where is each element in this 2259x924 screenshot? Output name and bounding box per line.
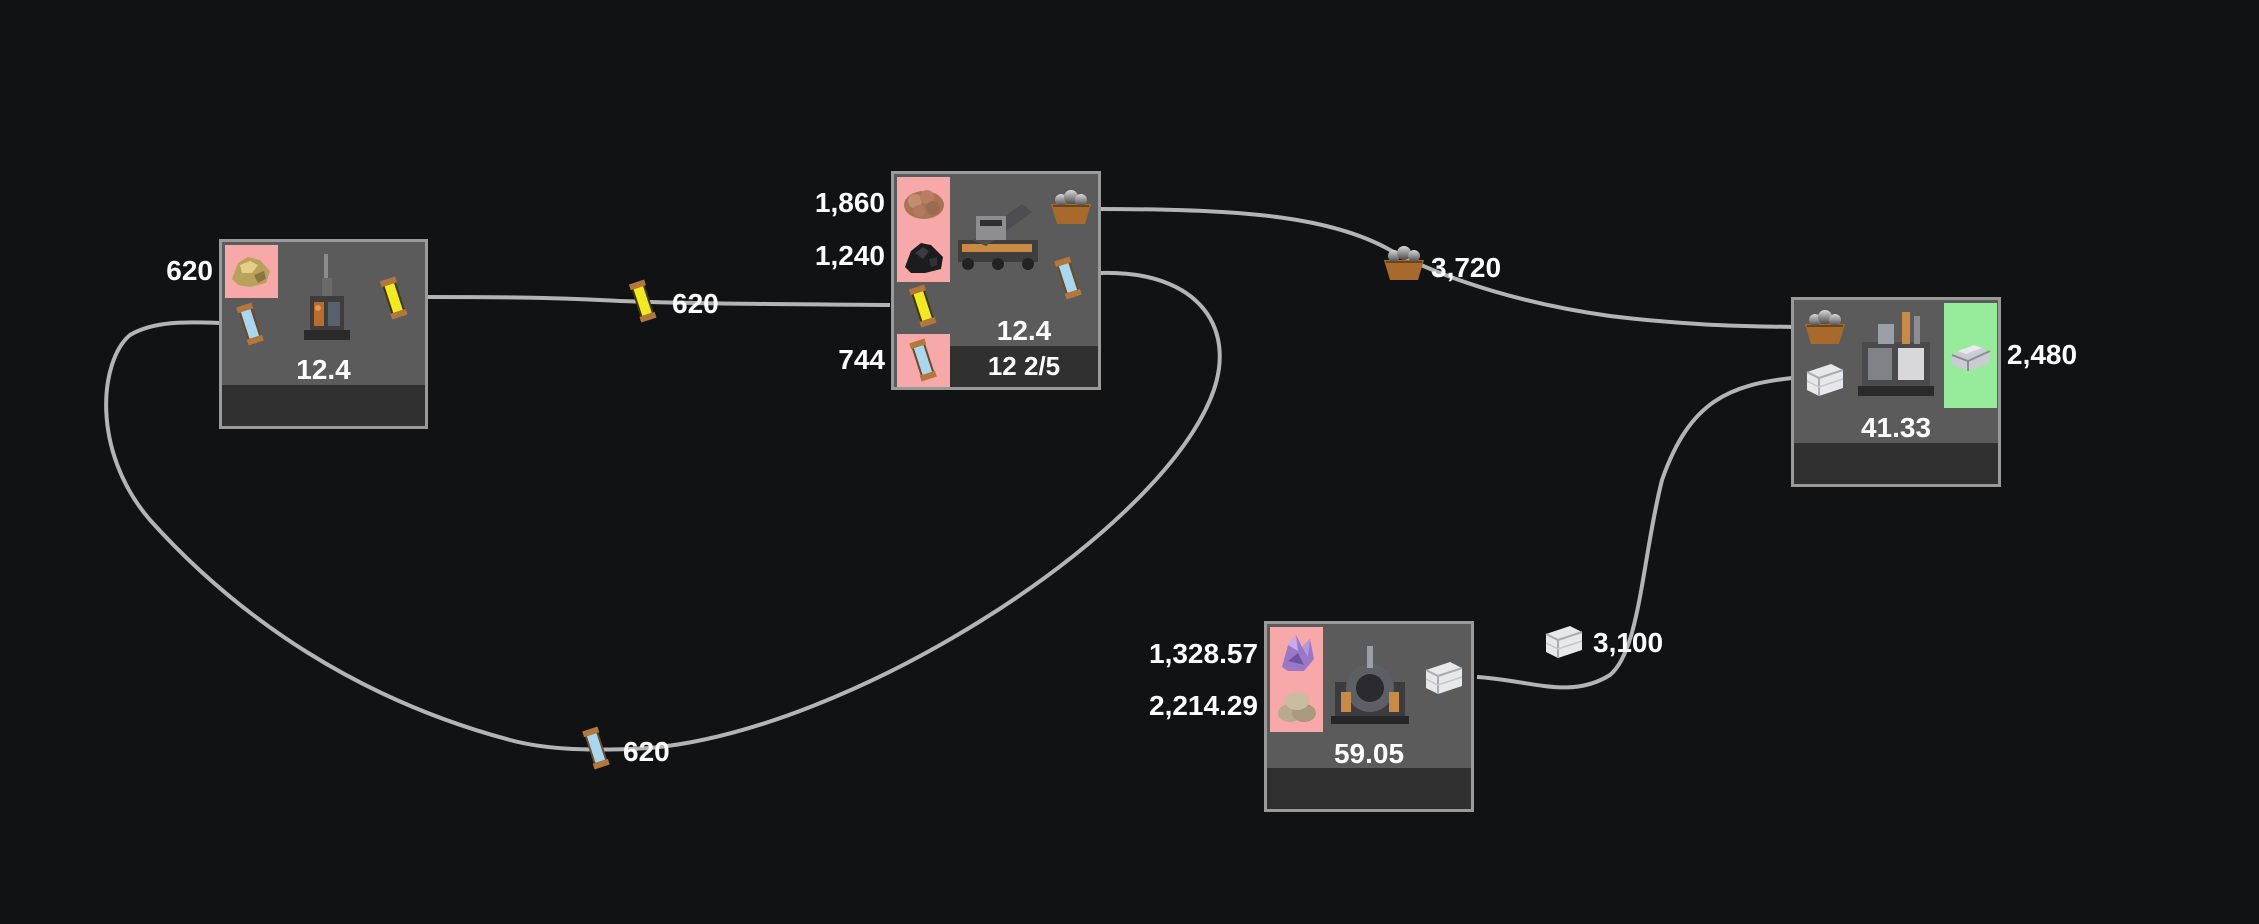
edge-mixer-to-smelter bbox=[1476, 376, 1793, 690]
copper-ore-icon bbox=[904, 190, 944, 219]
mixer-status bbox=[1267, 768, 1471, 809]
fuel-maker-rate: 12.4 bbox=[296, 354, 351, 385]
mixer-node[interactable]: 59.05 bbox=[1264, 621, 1474, 812]
coal-icon bbox=[905, 243, 943, 273]
input-slot-gold-ore bbox=[225, 245, 278, 298]
smelter-rate: 41.33 bbox=[1860, 412, 1932, 443]
crusher-rate: 12.4 bbox=[996, 315, 1052, 346]
input-slot-canister bbox=[897, 334, 950, 387]
smelter-node[interactable]: 41.33 bbox=[1791, 297, 2001, 487]
white-bricks-icon bbox=[1545, 626, 1583, 658]
edge-crusher-to-fuel-maker bbox=[104, 270, 1222, 752]
smelter-output-label: 2,480 bbox=[2007, 339, 2078, 370]
fuel-maker-status bbox=[222, 385, 425, 426]
mixer-input-label-crystal: 1,328.57 bbox=[1149, 638, 1258, 669]
edge-label-text: 620 bbox=[672, 288, 719, 319]
edge-label-text: 3,720 bbox=[1431, 252, 1502, 283]
white-bricks-icon bbox=[1806, 364, 1844, 396]
yellow-fuel-canister-icon bbox=[379, 276, 408, 320]
edge-crusher-to-smelter bbox=[1099, 207, 1793, 329]
gold-ore-icon bbox=[232, 257, 270, 287]
fuel-maker-node[interactable]: 12.4 bbox=[219, 239, 428, 429]
crusher-node[interactable]: 12.4 12 2/5 bbox=[891, 171, 1101, 390]
metal-ore-basket-icon bbox=[1384, 246, 1424, 280]
crusher-input-label-canister: 744 bbox=[838, 344, 885, 375]
crusher-input-label-copper: 1,860 bbox=[814, 187, 885, 218]
fuel-maker-input-label: 620 bbox=[166, 255, 213, 286]
crusher-machine-icon bbox=[958, 204, 1038, 270]
mixer-rate: 59.05 bbox=[1333, 738, 1405, 769]
mixer-input-label-sand: 2,214.29 bbox=[1149, 690, 1258, 721]
yellow-fuel-canister-icon bbox=[628, 279, 657, 323]
crusher-status: 12 2/5 bbox=[950, 346, 1098, 387]
steel-ingot-icon bbox=[1951, 345, 1991, 371]
edge-label-text: 620 bbox=[623, 736, 670, 767]
empty-canister-icon bbox=[1054, 256, 1082, 300]
smelter-status bbox=[1794, 443, 1998, 484]
empty-canister-icon bbox=[909, 338, 937, 382]
metal-ore-basket-icon bbox=[1805, 310, 1845, 344]
sand-sacks-icon bbox=[1278, 692, 1316, 722]
crusher-input-label-coal: 1,240 bbox=[814, 240, 885, 271]
edge-fuel-maker-to-crusher bbox=[426, 295, 891, 307]
empty-canister-icon bbox=[236, 302, 264, 346]
input-slot-ores bbox=[897, 177, 950, 282]
purple-crystal-icon bbox=[1282, 635, 1314, 671]
output-slot-steel bbox=[1944, 303, 1997, 408]
yellow-fuel-canister-icon bbox=[908, 284, 937, 328]
edge-label-text: 3,100 bbox=[1593, 627, 1664, 658]
metal-ore-basket-icon bbox=[1051, 190, 1091, 224]
smelter-machine-icon bbox=[1858, 312, 1934, 396]
white-bricks-icon bbox=[1425, 662, 1463, 694]
mixer-machine-icon bbox=[1331, 646, 1409, 724]
input-slot-minerals bbox=[1270, 627, 1323, 732]
refinery-machine-icon bbox=[304, 254, 350, 340]
empty-canister-icon bbox=[582, 726, 610, 770]
